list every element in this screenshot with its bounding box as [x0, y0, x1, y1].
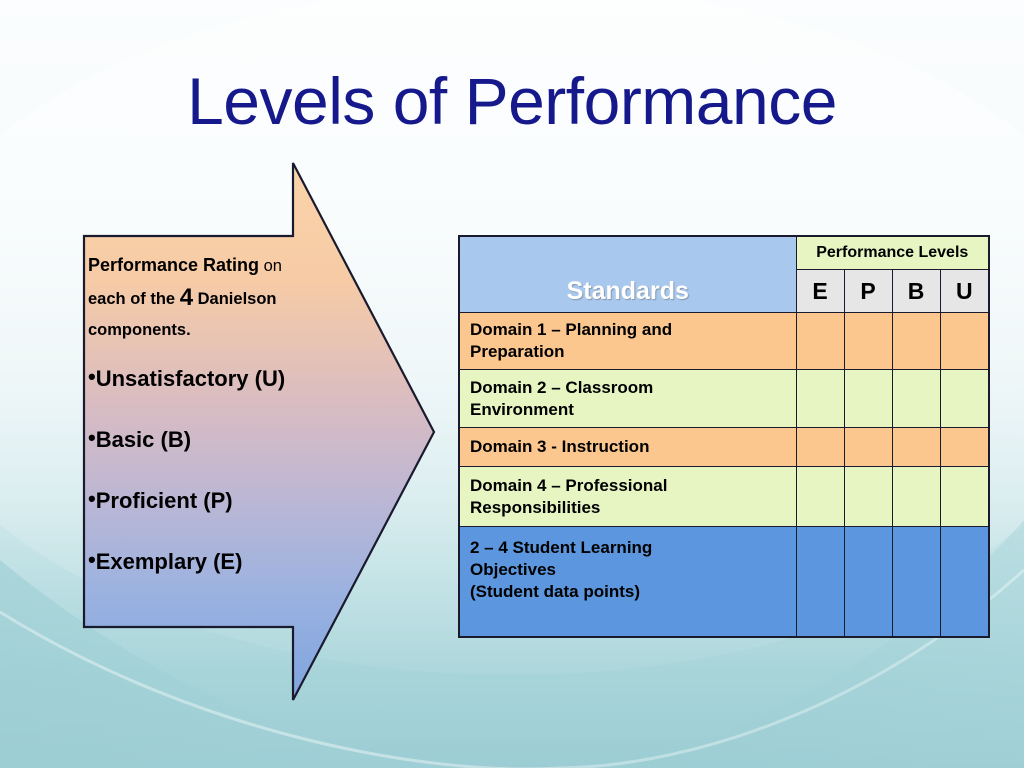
cell-domain4-p[interactable] — [843, 466, 893, 527]
row-label-line: 2 – 4 Student Learning — [470, 538, 653, 557]
row-label-line: Domain 3 - Instruction — [470, 437, 650, 456]
row-label-domain-3: Domain 3 - Instruction — [458, 427, 797, 467]
arrow-text-block: Performance Rating on each of the 4 Dani… — [88, 250, 336, 610]
row-label-line: (Student data points) — [470, 582, 640, 601]
cell-domain3-b[interactable] — [891, 427, 941, 467]
cell-domain3-e[interactable] — [795, 427, 845, 467]
arrow-intro-line2-pre: each of the — [88, 290, 180, 308]
table-row: Domain 1 – Planning and Preparation — [458, 312, 990, 370]
arrow-intro-line2-post: Danielson — [193, 290, 277, 308]
bullet-dot-icon: • — [88, 425, 96, 450]
cell-domain3-p[interactable] — [843, 427, 893, 467]
cell-domain4-b[interactable] — [891, 466, 941, 527]
cell-domain1-u[interactable] — [939, 312, 990, 370]
cell-slo-u[interactable] — [939, 526, 990, 637]
level-column-header-p: P — [843, 269, 893, 313]
row-label-line: Preparation — [470, 342, 565, 361]
cell-domain2-e[interactable] — [795, 369, 845, 428]
block-arrow-shape — [82, 162, 436, 701]
arrow-bullet-label: Basic (B) — [95, 427, 192, 452]
bullet-dot-icon: • — [88, 547, 96, 572]
arrow-bullet-list: •Unsatisfactory (U) •Basic (B) •Proficie… — [88, 364, 336, 575]
arrow-intro-number: 4 — [179, 284, 194, 311]
standards-header-cell: Standards — [458, 235, 797, 313]
cell-domain4-u[interactable] — [939, 466, 990, 527]
row-label-line: Environment — [470, 399, 574, 419]
cell-domain1-b[interactable] — [891, 312, 941, 370]
cell-domain4-e[interactable] — [795, 466, 845, 527]
cell-slo-b[interactable] — [891, 526, 941, 637]
row-label-domain-4: Domain 4 – Professional Responsibilities — [458, 466, 797, 527]
row-label-domain-2: Domain 2 – Classroom Environment — [458, 369, 797, 428]
arrow-bullet-item-exemplary: •Exemplary (E) — [88, 547, 336, 575]
slide-title: Levels of Performance — [187, 64, 837, 138]
cell-domain2-p[interactable] — [843, 369, 893, 428]
arrow-intro-lead: Performance Rating — [88, 255, 260, 275]
cell-domain3-u[interactable] — [939, 427, 990, 467]
row-label-line: Domain 2 – Classroom — [470, 377, 654, 397]
cell-slo-p[interactable] — [843, 526, 893, 637]
arrow-intro-line-2: each of the 4 Danielson — [88, 282, 336, 315]
cell-domain1-p[interactable] — [843, 312, 893, 370]
bullet-dot-icon: • — [88, 486, 96, 511]
row-label-line: Responsibilities — [470, 497, 601, 517]
level-column-header-u: U — [939, 269, 990, 313]
cell-slo-e[interactable] — [795, 526, 845, 637]
bullet-dot-icon: • — [88, 364, 96, 389]
row-label-line: Domain 4 – Professional — [470, 475, 668, 495]
arrow-intro-line-1: Performance Rating on — [88, 250, 336, 282]
row-label-student-learning-objectives: 2 – 4 Student Learning Objectives (Stude… — [458, 526, 797, 637]
arrow-intro-paragraph: Performance Rating on each of the 4 Dani… — [88, 250, 336, 346]
arrow-bullet-label: Proficient (P) — [95, 488, 233, 513]
arrow-bullet-item-basic: •Basic (B) — [88, 425, 336, 453]
cell-domain1-e[interactable] — [795, 312, 845, 370]
table-row: Domain 3 - Instruction — [458, 427, 990, 467]
level-column-header-b: B — [891, 269, 941, 313]
arrow-intro-lead-suffix: on — [259, 257, 282, 275]
block-arrow: Performance Rating on each of the 4 Dani… — [80, 158, 444, 708]
arrow-intro-line-3: components. — [88, 321, 191, 339]
level-column-header-e: E — [795, 269, 845, 313]
performance-levels-header-cell: Performance Levels — [795, 235, 990, 270]
table-header-row-levels: E P B U — [459, 269, 990, 313]
performance-table-container: Standards Performance Levels E P B U Dom… — [458, 235, 991, 638]
table-header-row-top: Standards Performance Levels — [458, 235, 990, 313]
row-label-line: Domain 1 – Planning and — [470, 320, 673, 339]
row-label-line: Objectives — [470, 560, 556, 579]
row-label-domain-1: Domain 1 – Planning and Preparation — [458, 312, 797, 370]
arrow-bullet-label: Unsatisfactory (U) — [95, 366, 286, 391]
cell-domain2-u[interactable] — [939, 369, 990, 428]
arrow-bullet-item-unsatisfactory: •Unsatisfactory (U) — [88, 364, 336, 392]
performance-table: Standards Performance Levels E P B U Dom… — [458, 235, 991, 638]
arrow-bullet-item-proficient: •Proficient (P) — [88, 486, 336, 514]
cell-domain2-b[interactable] — [891, 369, 941, 428]
arrow-bullet-label: Exemplary (E) — [95, 549, 243, 574]
table-row: Domain 4 – Professional Responsibilities — [458, 466, 990, 527]
table-row: Domain 2 – Classroom Environment — [458, 369, 990, 428]
table-row: 2 – 4 Student Learning Objectives (Stude… — [458, 526, 990, 637]
